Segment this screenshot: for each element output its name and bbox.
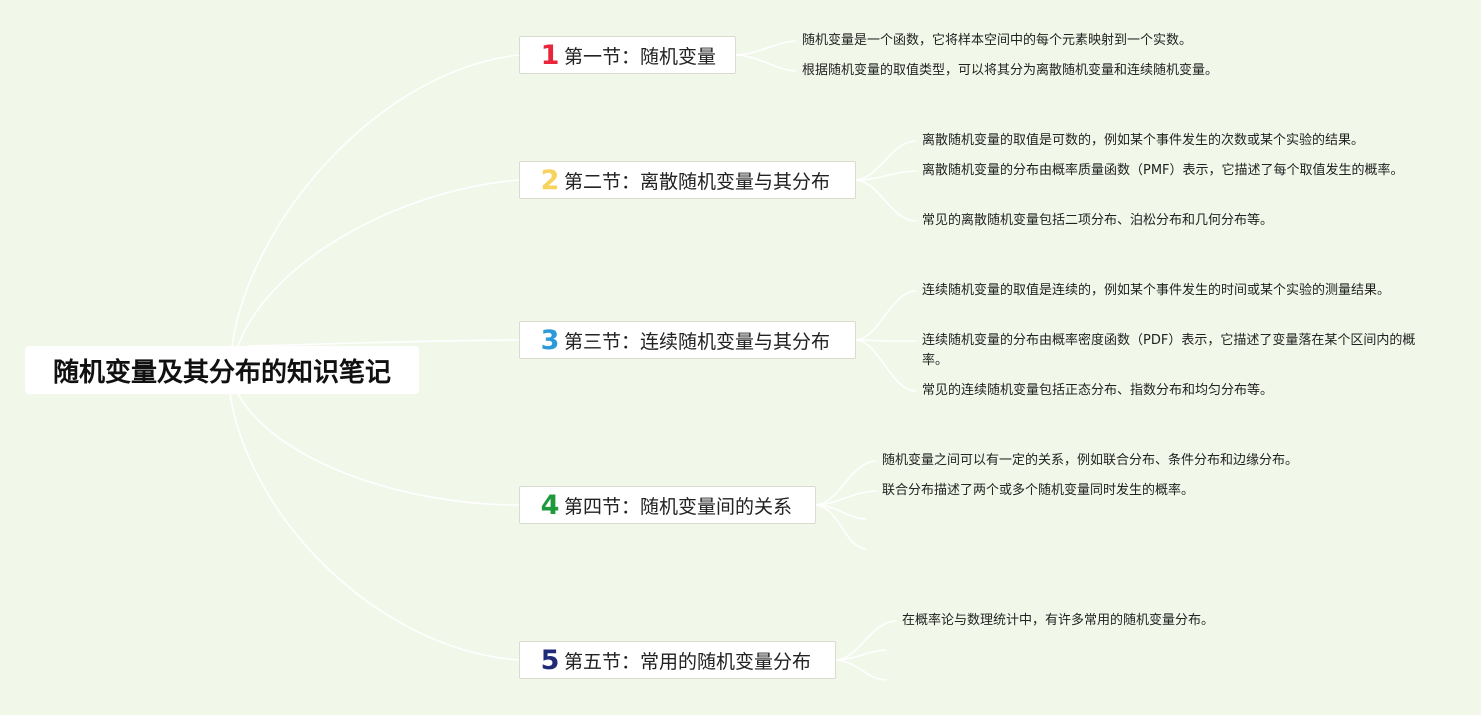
link-s5-d3 (835, 659, 887, 681)
section-number-1: 1 (540, 39, 560, 71)
section-number-4: 4 (540, 489, 560, 521)
link-s5-d2 (835, 649, 887, 661)
detail-3-1[interactable]: 连续随机变量的取值是连续的，例如某个事件发生的时间或某个实验的测量结果。 (922, 283, 1391, 298)
section-number-5: 5 (540, 644, 560, 676)
detail-5-1[interactable]: 在概率论与数理统计中，有许多常用的随机变量分布。 (902, 613, 1215, 628)
link-s2-d1 (855, 140, 917, 181)
detail-2-1[interactable]: 离散随机变量的取值是可数的，例如某个事件发生的次数或某个实验的结果。 (922, 133, 1365, 148)
detail-2-2[interactable]: 离散随机变量的分布由概率质量函数（PMF）表示，它描述了每个取值发生的概率。 (922, 163, 1404, 178)
section-number-2: 2 (540, 164, 560, 196)
section-4-node[interactable]: 4 第四节：随机变量间的关系 (519, 486, 816, 524)
section-title: 第二节：离散随机变量与其分布 (564, 170, 831, 193)
link-s1-d2 (735, 54, 797, 72)
section-2-node[interactable]: 2 第二节：离散随机变量与其分布 (519, 161, 856, 199)
link-s4-d2 (815, 490, 877, 506)
link-s2-d2 (855, 170, 917, 181)
section-title: 第四节：随机变量间的关系 (564, 495, 793, 518)
link-s2-d3 (855, 179, 917, 222)
link-s3-d3 (855, 339, 917, 392)
detail-3-3[interactable]: 常见的连续随机变量包括正态分布、指数分布和均匀分布等。 (922, 383, 1274, 398)
link-s4-d1 (815, 460, 877, 506)
link-s1-d1 (735, 40, 797, 56)
detail-1-2[interactable]: 根据随机变量的取值类型，可以将其分为离散随机变量和连续随机变量。 (802, 63, 1219, 78)
link-root-section-2 (237, 179, 520, 347)
link-root-section-5 (229, 393, 520, 661)
section-title: 第一节：随机变量 (564, 45, 717, 68)
section-title: 第五节：常用的随机变量分布 (564, 650, 812, 673)
link-s3-d1 (855, 290, 917, 341)
link-s3-d2 (855, 339, 917, 343)
link-s4-d4 (815, 504, 867, 550)
section-1-node[interactable]: 1 第一节：随机变量 (519, 36, 736, 74)
detail-1-1[interactable]: 随机变量是一个函数，它将样本空间中的每个元素映射到一个实数。 (802, 33, 1193, 48)
link-root-section-4 (237, 393, 520, 506)
detail-4-2[interactable]: 联合分布描述了两个或多个随机变量同时发生的概率。 (882, 483, 1195, 498)
detail-4-1[interactable]: 随机变量之间可以有一定的关系，例如联合分布、条件分布和边缘分布。 (882, 453, 1299, 468)
section-3-node[interactable]: 3 第三节：连续随机变量与其分布 (519, 321, 856, 359)
section-title: 第三节：连续随机变量与其分布 (564, 330, 831, 353)
link-s5-d1 (835, 620, 897, 661)
root-topic[interactable]: 随机变量及其分布的知识笔记 (25, 346, 419, 394)
section-5-node[interactable]: 5 第五节：常用的随机变量分布 (519, 641, 836, 679)
link-root-section-1 (231, 54, 520, 347)
detail-2-3[interactable]: 常见的离散随机变量包括二项分布、泊松分布和几何分布等。 (922, 213, 1274, 228)
detail-3-2[interactable]: 连续随机变量的分布由概率密度函数（PDF）表示，它描述了变量落在某个区间内的概率… (922, 333, 1416, 368)
section-number-3: 3 (540, 324, 560, 356)
link-root-section-3 (247, 339, 520, 347)
root-title: 随机变量及其分布的知识笔记 (52, 357, 391, 388)
link-s4-d3 (815, 504, 867, 520)
